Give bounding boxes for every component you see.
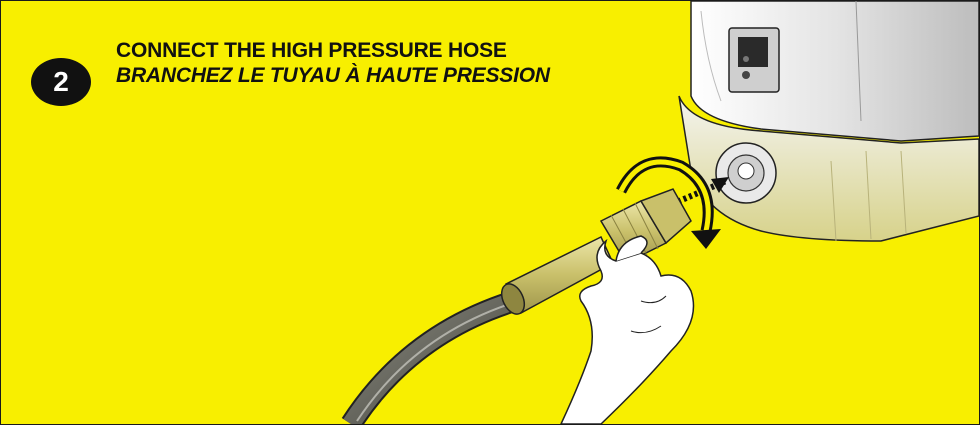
- high-pressure-hose: [351, 299, 521, 424]
- step-number-badge: 2: [31, 58, 91, 106]
- high-pressure-outlet: [716, 143, 776, 203]
- title-english: CONNECT THE HIGH PRESSURE HOSE: [116, 38, 586, 63]
- pressure-washer-body: [691, 1, 979, 141]
- power-switch-icon: [729, 28, 779, 92]
- instruction-title: CONNECT THE HIGH PRESSURE HOSE BRANCHEZ …: [116, 38, 586, 88]
- title-french: BRANCHEZ LE TUYAU À HAUTE PRESSION: [116, 63, 586, 88]
